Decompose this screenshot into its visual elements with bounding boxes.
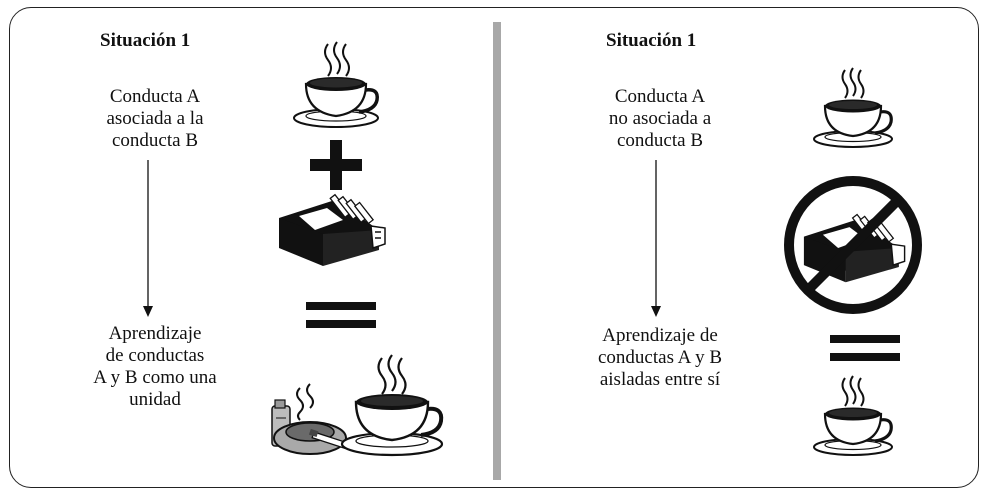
right-top-line-3: conducta B <box>616 130 703 151</box>
left-down-arrow <box>143 160 153 317</box>
coffee-cup-icon <box>813 67 893 148</box>
cigarette-pack-icon <box>279 193 386 266</box>
left-top-line-1: Conducta A <box>109 86 201 107</box>
right-title: Situación 1 <box>606 30 697 51</box>
diagram-frame <box>9 7 979 488</box>
left-title: Situación 1 <box>100 30 191 51</box>
coffee-cup-icon <box>813 375 893 456</box>
right-bottom-line-1: Aprendizaje de <box>602 325 718 346</box>
plus-sign-icon <box>310 140 362 190</box>
left-bottom-line-4: unidad <box>129 389 181 410</box>
left-top-line-3: conducta B <box>111 130 198 151</box>
coffee-cup-icon <box>340 354 444 457</box>
panel-divider <box>493 22 501 480</box>
coffee-cup-icon <box>293 41 379 128</box>
right-top-line-1: Conducta A <box>614 86 706 107</box>
left-bottom-line-1: Aprendizaje <box>108 323 202 344</box>
right-bottom-line-3: aisladas entre sí <box>599 369 721 390</box>
equals-sign-icon <box>830 335 900 361</box>
left-bottom-text: Aprendizaje de conductas A y B como una … <box>60 323 250 411</box>
left-bottom-line-3: A y B como una <box>93 367 217 388</box>
right-top-line-2: no asociada a <box>608 108 712 129</box>
right-top-text: Conducta A no asociada a conducta B <box>565 86 755 152</box>
right-down-arrow <box>651 160 661 317</box>
prohibited-cigarette-pack-icon <box>784 176 922 314</box>
left-top-text: Conducta A asociada a la conducta B <box>60 86 250 152</box>
right-bottom-text: Aprendizaje de conductas A y B aisladas … <box>562 325 758 391</box>
ashtray-lighter-icon <box>271 383 348 455</box>
left-bottom-line-2: de conductas <box>105 345 205 366</box>
equals-sign-icon <box>306 302 376 328</box>
left-top-line-2: asociada a la <box>106 108 204 129</box>
right-bottom-line-2: conductas A y B <box>597 347 723 368</box>
